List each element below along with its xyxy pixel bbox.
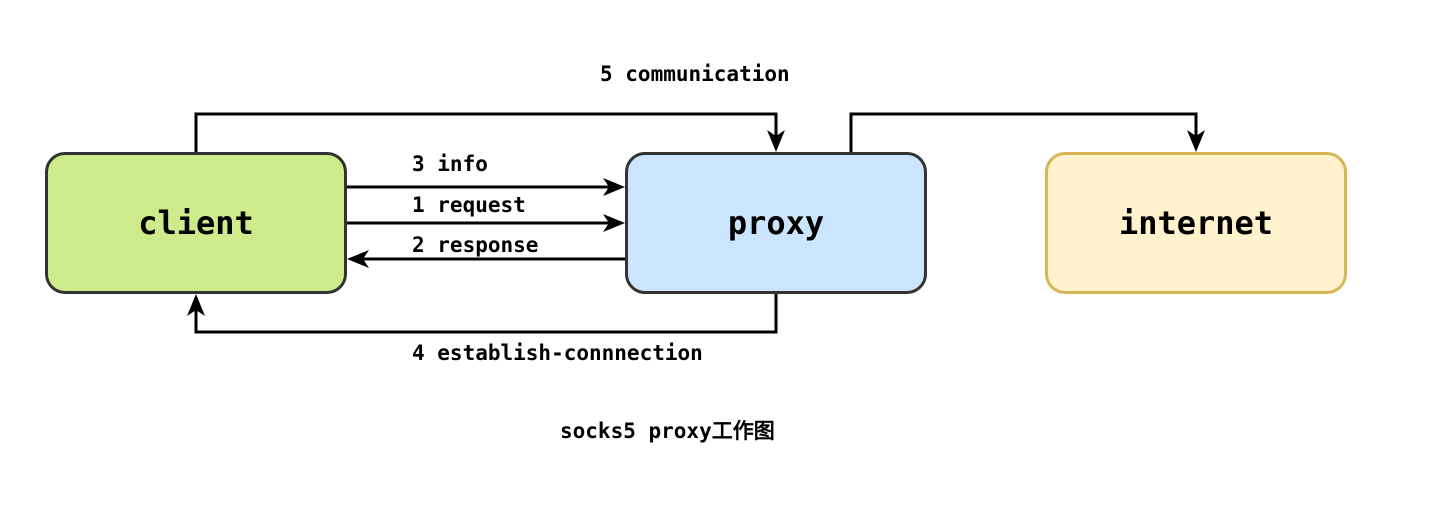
- edge-label-request: 1 request: [412, 193, 526, 217]
- arrowhead-proxy-internet: [1187, 130, 1205, 152]
- internet-node-label: internet: [1118, 204, 1274, 242]
- internet-node: internet: [1045, 152, 1347, 294]
- edge-establish: [194, 294, 778, 334]
- edge-label-establish: 4 establish-connnection: [412, 341, 703, 365]
- edge-label-info: 3 info: [412, 152, 488, 176]
- arrowhead-info: [603, 178, 625, 196]
- edge-label-response: 2 response: [412, 233, 539, 257]
- proxy-node-label: proxy: [727, 204, 825, 242]
- arrowhead-request: [603, 214, 625, 232]
- proxy-node: proxy: [625, 152, 927, 294]
- arrowhead-communication: [767, 130, 785, 152]
- arrowhead-establish: [187, 294, 205, 316]
- diagram-caption: socks5 proxy工作图: [560, 419, 775, 443]
- client-node: client: [45, 152, 347, 294]
- edge-label-communication: 5 communication: [600, 62, 790, 86]
- arrowhead-response: [347, 250, 369, 268]
- client-node-label: client: [138, 204, 254, 242]
- edge-communication: [194, 112, 778, 152]
- edge-proxy-internet: [849, 112, 1198, 152]
